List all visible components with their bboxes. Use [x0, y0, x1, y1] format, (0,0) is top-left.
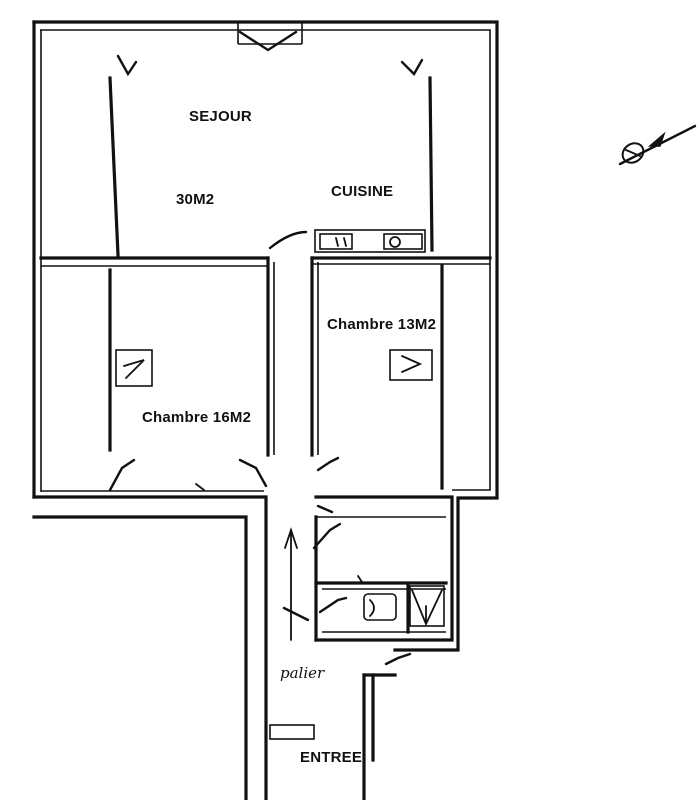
shower-icon	[409, 585, 445, 627]
sejour-label: SEJOUR	[189, 108, 252, 125]
chambre-16-label: Chambre 16M2	[142, 409, 251, 426]
sejour-area-label: 30M2	[176, 191, 214, 208]
palier-label: palier	[280, 664, 325, 682]
north-arrow-icon	[618, 124, 697, 166]
outer-walls	[32, 20, 499, 800]
radiator-icon	[115, 349, 433, 387]
kitchen-counter	[314, 229, 426, 253]
chambre-13-label: Chambre 13M2	[327, 316, 436, 333]
toilet-icon	[363, 593, 397, 621]
entree-label: ENTREE	[300, 749, 362, 766]
cuisine-label: CUISINE	[331, 183, 393, 200]
up-arrow-icon	[284, 527, 298, 641]
doors	[108, 30, 424, 666]
interior-walls	[39, 22, 492, 740]
